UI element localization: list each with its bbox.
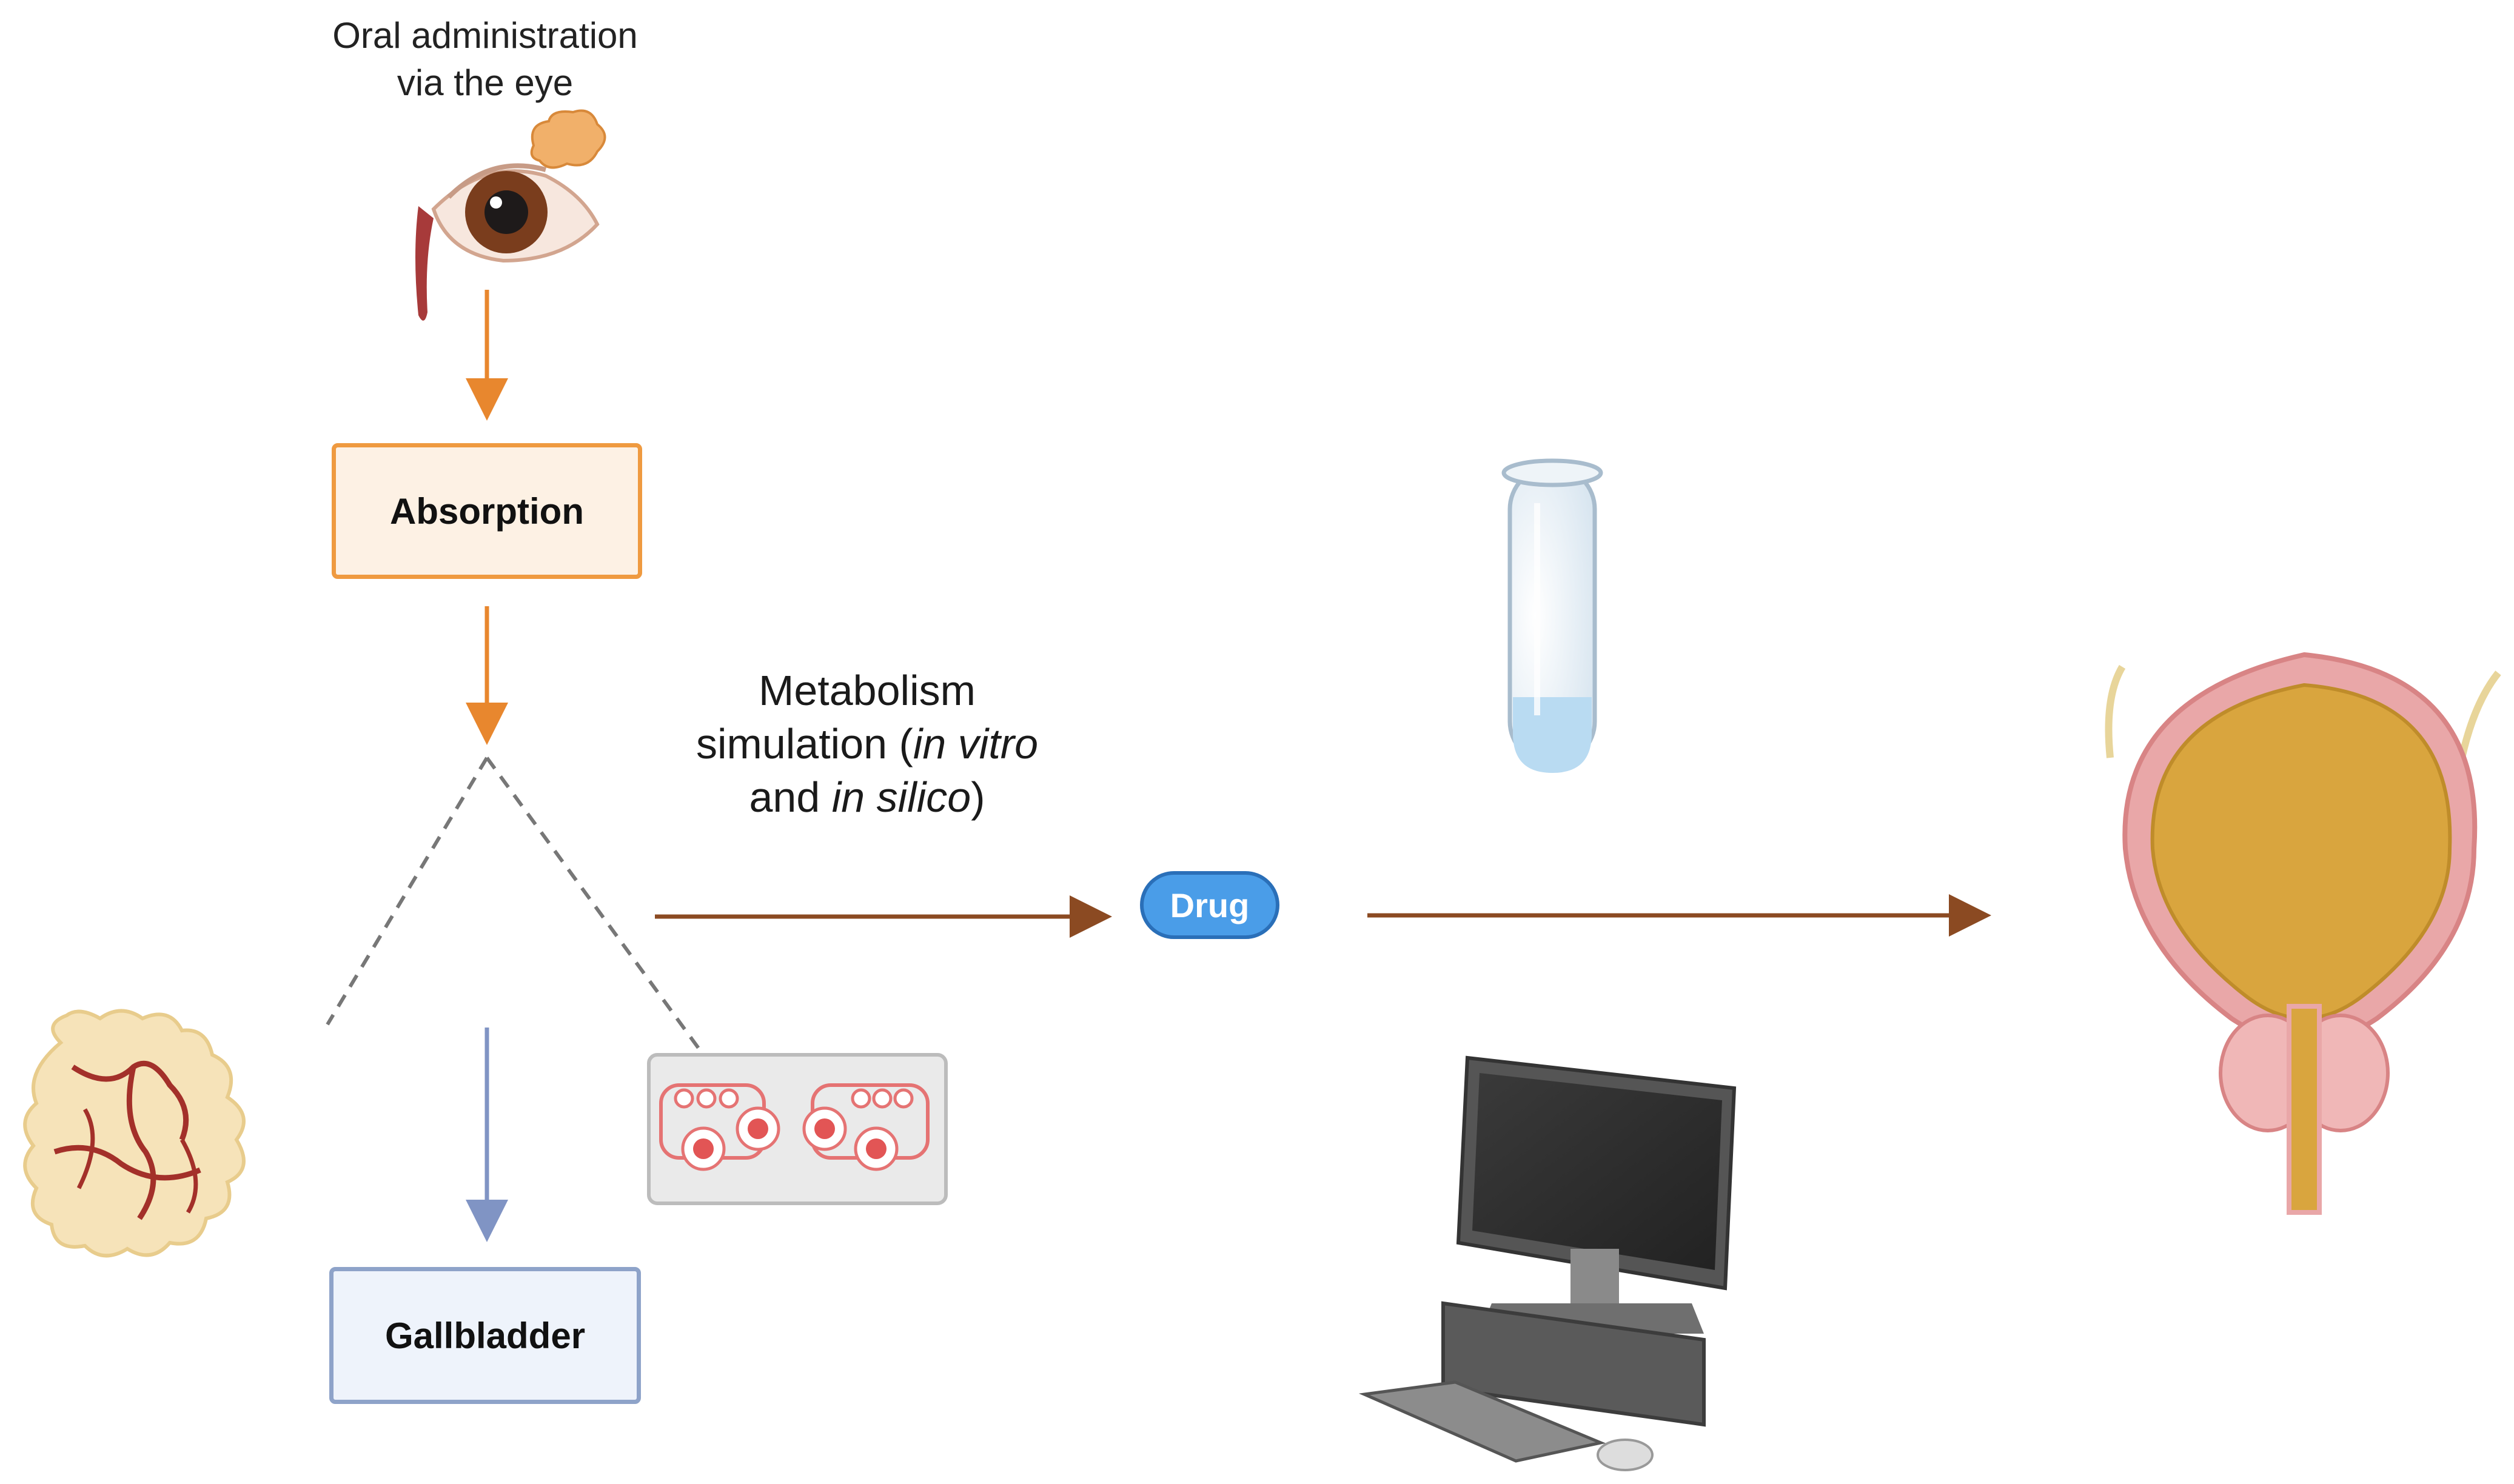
oral-administration-label: Oral administration via the eye — [255, 12, 716, 107]
metabolism-line1: Metabolism — [759, 667, 976, 714]
oral-label-line2: via the eye — [397, 62, 574, 103]
drug-pill: Drug — [1140, 871, 1279, 939]
absorption-box: Absorption — [332, 443, 642, 579]
metabolism-line3-suffix: ) — [971, 774, 985, 821]
in-vitro-text: in vitro — [913, 720, 1039, 767]
organ-chip-icon — [647, 1053, 948, 1205]
liver-tissue-icon — [23, 1009, 246, 1258]
desktop-computer-icon — [1358, 1055, 1737, 1471]
metabolism-line2: simulation (in vitro — [606, 717, 1128, 770]
eye-icon — [415, 163, 600, 321]
dashed-line-right — [485, 757, 705, 1056]
metabolism-line3-prefix: and — [749, 774, 832, 821]
test-tube-icon — [1501, 458, 1603, 773]
metabolism-simulation-label: Metabolism simulation (in vitro and in s… — [606, 664, 1128, 824]
metabolism-line3: and in silico) — [606, 770, 1128, 824]
dashed-line-left — [326, 757, 489, 1026]
oral-label-line1: Oral administration — [332, 15, 638, 56]
gallbladder-box: Gallbladder — [329, 1267, 641, 1404]
lipid-droplet-icon — [530, 109, 606, 169]
metabolism-line2-prefix: simulation ( — [696, 720, 913, 767]
bladder-prostate-icon — [2105, 652, 2501, 1215]
in-silico-text: in silico — [831, 774, 971, 821]
